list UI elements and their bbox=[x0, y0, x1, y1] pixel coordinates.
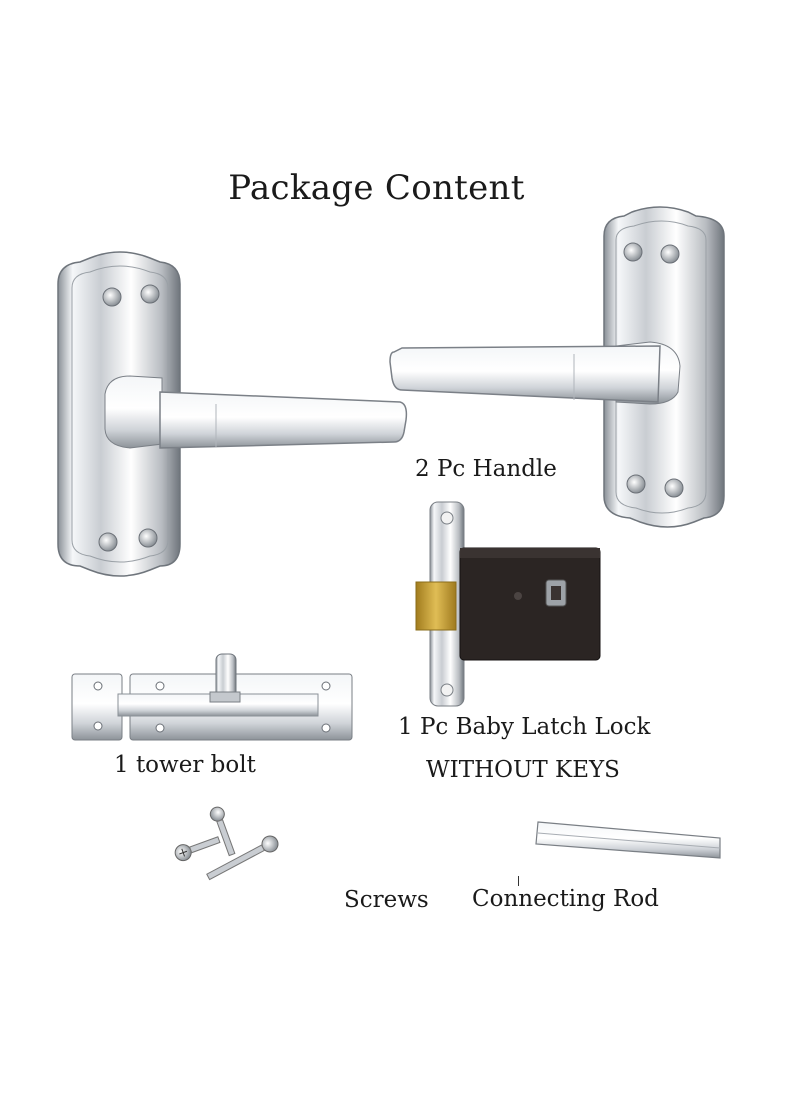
tower-bolt-icon bbox=[71, 653, 353, 741]
connecting-rod-label: Connecting Rod bbox=[472, 886, 659, 912]
latch-label-line1: 1 Pc Baby Latch Lock bbox=[398, 714, 651, 740]
handles-label: 2 Pc Handle bbox=[415, 456, 557, 482]
latch-label-line2: WITHOUT KEYS bbox=[426, 757, 620, 783]
tick-mark bbox=[518, 876, 519, 886]
right-door-handle-icon bbox=[389, 206, 725, 528]
screws-label: Screws bbox=[344, 887, 429, 913]
connecting-rod-icon bbox=[535, 821, 721, 859]
tower-bolt-label: 1 tower bolt bbox=[114, 752, 256, 778]
baby-latch-lock-icon bbox=[415, 501, 601, 707]
left-door-handle-icon bbox=[57, 251, 408, 577]
screws-icon bbox=[174, 806, 279, 881]
page-title: Package Content bbox=[228, 168, 525, 208]
